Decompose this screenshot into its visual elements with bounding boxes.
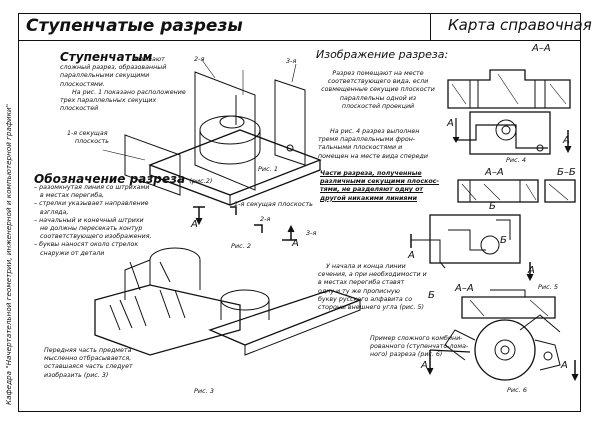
section1-body: называют сложный разрез, образованный па… bbox=[60, 56, 186, 113]
fig5-caption: Рис. 5 bbox=[538, 283, 558, 291]
fig3-caption: Рис. 3 bbox=[194, 387, 214, 395]
fig2-plane1-label: 1-я секущая плоскость bbox=[234, 200, 313, 208]
section6-para: Пример сложного комбини- рованного (ступ… bbox=[370, 335, 469, 359]
fig5-letter-b-mid: Б bbox=[500, 235, 507, 246]
card-type-label: Карта справочная bbox=[448, 16, 592, 34]
fig4-section-label: А–А bbox=[532, 43, 551, 54]
fig1-caption: Рис. 1 bbox=[258, 165, 278, 173]
second-plane-label: 2-я bbox=[194, 55, 205, 63]
fig3-drawing bbox=[94, 247, 362, 356]
section5-para2: У начала и конца линии сечения, а при не… bbox=[318, 263, 427, 312]
fig6-letter-a-left: А bbox=[421, 360, 428, 371]
section3-text: Передняя часть предмета мысленно отбрасы… bbox=[44, 347, 133, 379]
drawing-frame bbox=[18, 13, 581, 412]
section5-para: Части разреза, полученные различными сек… bbox=[320, 170, 440, 202]
fig5-letter-a-right: А bbox=[528, 265, 535, 276]
section4-head: Изображение разреза: bbox=[316, 48, 449, 61]
section4-para1: Разрез помещают на месте соответствующег… bbox=[321, 70, 435, 110]
section2-head: Обозначение разреза (рис.2) bbox=[34, 172, 213, 186]
fig2-drawing bbox=[193, 206, 296, 241]
third-plane-label: 3-я bbox=[286, 57, 297, 65]
fig6-section-label: А–А bbox=[455, 283, 474, 294]
fig5-bb-label: Б–Б bbox=[557, 167, 576, 178]
page-title: Ступенчатые разрезы bbox=[26, 16, 243, 36]
fig4-letter-a-bottom: А bbox=[563, 135, 570, 146]
fig6-caption: Рис. 6 bbox=[507, 386, 527, 394]
fig2-plane2-label: 2-я bbox=[260, 215, 271, 223]
first-plane-label: 1-я секущая плоскость bbox=[67, 130, 109, 146]
fig5-letter-b-top: Б bbox=[489, 201, 496, 212]
fig5-drawing bbox=[410, 179, 576, 282]
header-divider bbox=[18, 40, 581, 41]
fig5-letter-a-left: А bbox=[408, 250, 415, 261]
fig4-letter-a-top: А bbox=[447, 118, 454, 129]
section1-head: Ступенчатым bbox=[60, 50, 153, 64]
fig2-caption: Рис. 2 bbox=[231, 242, 251, 250]
fig1-drawing bbox=[102, 59, 322, 206]
section2-items: – разомкнутая линия со штрихами в местах… bbox=[34, 184, 152, 257]
fig5-aa-label: А–А bbox=[485, 167, 504, 178]
fig6-letter-a-right: А bbox=[561, 360, 568, 371]
fig4-caption: Рис. 4 bbox=[506, 156, 526, 164]
fig5-letter-b-left: Б bbox=[428, 290, 435, 301]
header-vertical-divider bbox=[430, 13, 431, 40]
fig2-letter-right: А bbox=[292, 238, 299, 249]
section4-para2: На рис. 4 разрез выполнен тремя параллел… bbox=[318, 128, 428, 160]
fig2-plane3-label: 3-я bbox=[306, 229, 317, 237]
fig6-drawing bbox=[426, 289, 579, 382]
fig4-drawing bbox=[447, 69, 572, 155]
fig2-letter-left: А bbox=[191, 219, 198, 230]
